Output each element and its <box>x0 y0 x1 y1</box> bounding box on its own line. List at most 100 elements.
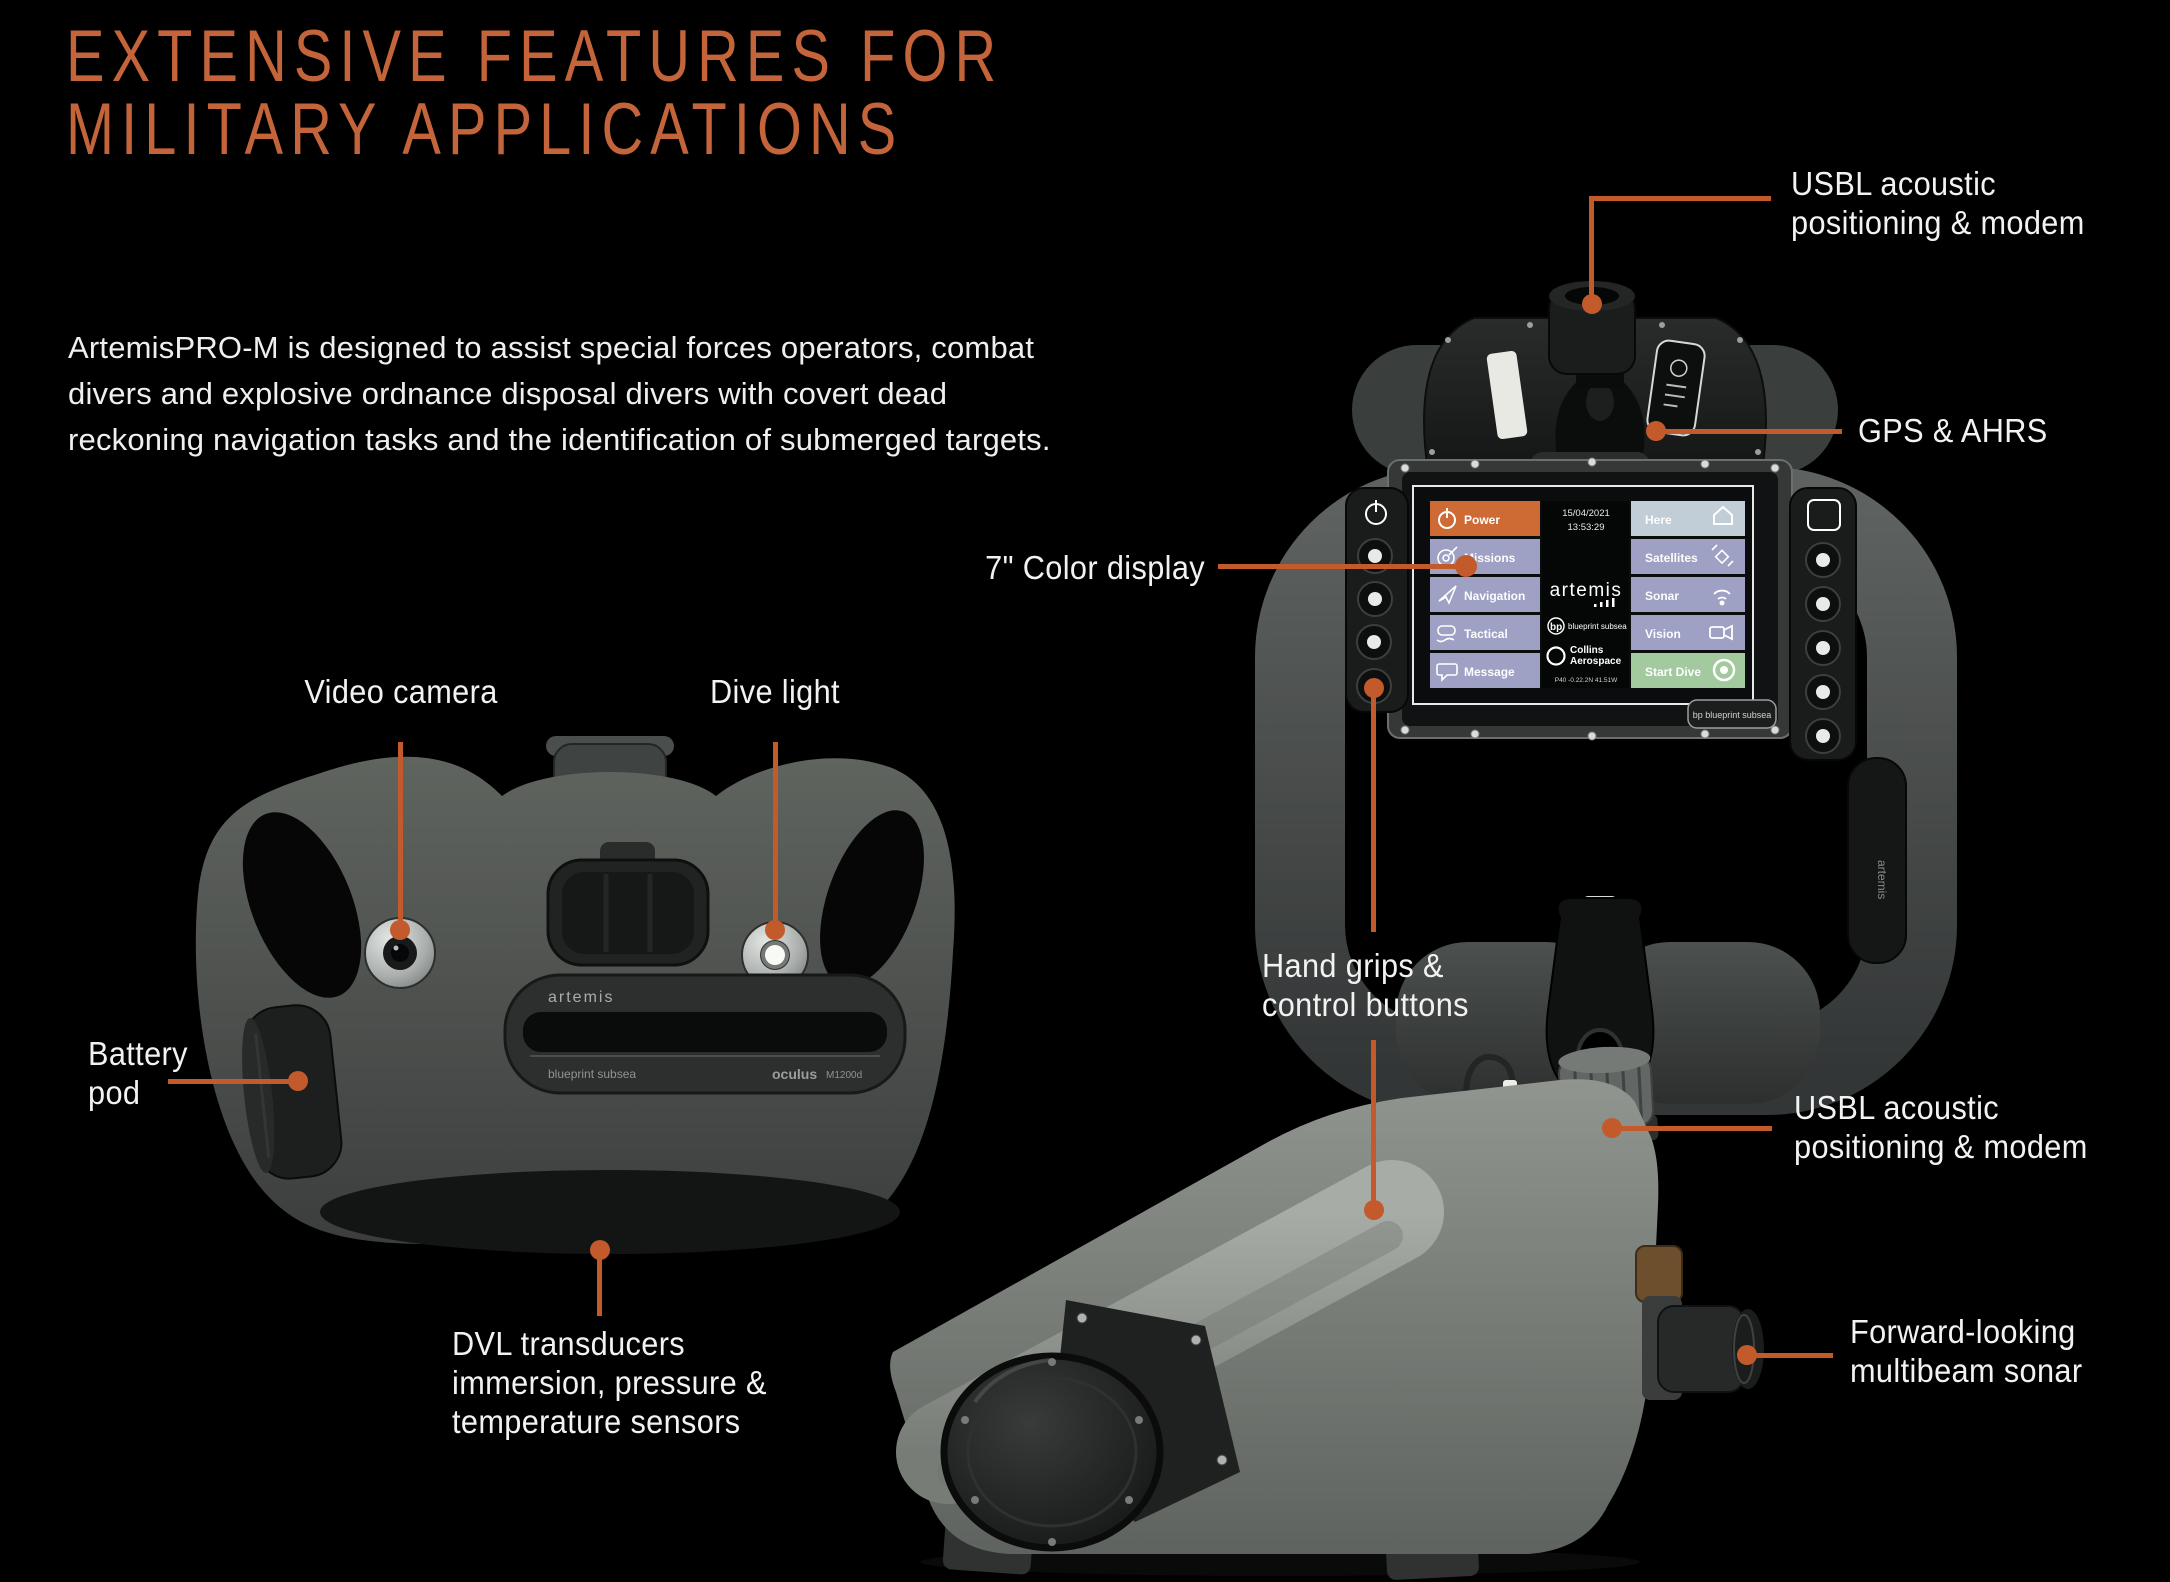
bp-logo: bp blueprint subsea <box>1547 617 1627 635</box>
leader-dot-usbl-top <box>1582 294 1602 314</box>
leader-battery-h <box>168 1079 292 1084</box>
forward-sonar-module <box>1642 1296 1764 1400</box>
side-battery-pod: artemis <box>1847 757 1907 964</box>
callout-usbl-bottom-line1: USBL acoustic <box>1794 1089 1999 1126</box>
collins-aerospace-logo: Collins Aerospace <box>1546 645 1622 667</box>
callout-dive-light-label: Dive light <box>710 673 840 710</box>
leader-dot-video-camera <box>390 920 410 940</box>
screen-time: 13:53:29 <box>1568 522 1605 533</box>
svg-text:Satellites: Satellites <box>1645 551 1698 565</box>
side-pod-label: artemis <box>1875 860 1889 899</box>
leader-display-h <box>1218 564 1458 569</box>
vision-button <box>1631 615 1745 650</box>
svg-text:Start Dive: Start Dive <box>1645 665 1701 679</box>
svg-text:Message: Message <box>1464 665 1515 679</box>
svg-text:Tactical: Tactical <box>1464 627 1508 641</box>
screen-menu-left: Power Missions Navigation Tactical Messa… <box>1430 501 1540 688</box>
right-button-strip <box>1789 487 1857 761</box>
svg-text:Collins: Collins <box>1570 645 1604 656</box>
leader-video-camera-v <box>398 742 403 922</box>
screen-menu-right: Here Satellites Sonar Vision <box>1631 501 1745 688</box>
callout-fwd-sonar: Forward-looking multibeam sonar <box>1850 1312 2082 1390</box>
home-icon <box>1713 505 1733 525</box>
callout-gps: GPS & AHRS <box>1858 411 2048 450</box>
callout-hand-grips: Hand grips & control buttons <box>1262 946 1469 1024</box>
svg-text:Missions: Missions <box>1464 551 1516 565</box>
power-icon <box>1438 508 1456 529</box>
device-side-view <box>890 1046 1764 1580</box>
front-panel: artemis blueprint subsea oculus M1200d <box>503 973 907 1095</box>
leader-dot-display <box>1455 555 1477 577</box>
bezel-sticker: bp blueprint subsea <box>1687 699 1777 729</box>
screen-center: 15/04/2021 13:53:29 artemis bp blueprint… <box>1546 508 1627 684</box>
callout-usbl-top: USBL acoustic positioning & modem <box>1791 164 2085 242</box>
leader-dot-dive-light <box>765 920 785 940</box>
callout-dvl-line2: immersion, pressure & <box>452 1364 767 1401</box>
panel-model-code: M1200d <box>826 1070 862 1081</box>
satellites-button <box>1631 539 1745 574</box>
leader-dvl-v <box>597 1258 602 1316</box>
intro-line2: divers and explosive ordnance disposal d… <box>68 376 948 411</box>
gps-antenna-housing <box>1555 372 1645 472</box>
callout-fwd-sonar-line2: multibeam sonar <box>1850 1352 2083 1389</box>
artemis-logo-ticks <box>1594 598 1615 607</box>
power-key-icon <box>1365 500 1387 525</box>
callout-usbl-bottom-line2: positioning & modem <box>1794 1128 2088 1165</box>
callout-usbl-top-line2: positioning & modem <box>1791 204 2085 241</box>
bronze-fitting <box>1635 1245 1683 1303</box>
lower-housing-right <box>1598 942 1820 1104</box>
video-camera-icon <box>1709 624 1733 641</box>
right-grip-opening <box>820 810 924 986</box>
battery-pod-cylinder <box>242 1004 343 1180</box>
leader-usbl-top-h <box>1589 196 1771 201</box>
callout-dive-light: Dive light <box>656 672 894 711</box>
center-sonar-knob <box>546 842 710 967</box>
callout-dvl-line3: temperature sensors <box>452 1403 741 1440</box>
dvl-transducer-disc <box>940 1352 1164 1552</box>
page-title-line1: EXTENSIVE FEATURES FOR <box>66 16 1004 97</box>
callout-video-camera: Video camera <box>281 672 521 711</box>
usbl-transducer-top <box>1548 281 1636 388</box>
leader-dot-usbl-bottom <box>1602 1118 1622 1138</box>
callout-display-label: 7" Color display <box>985 549 1205 586</box>
navigation-arrow-icon <box>1438 585 1457 605</box>
leader-usbl-top-v <box>1589 196 1594 300</box>
callout-video-camera-label: Video camera <box>304 673 498 710</box>
diver-mask-icon <box>1436 625 1456 643</box>
callout-hand-grips-line1: Hand grips & <box>1262 947 1444 984</box>
collins-sticker <box>1646 339 1706 437</box>
leader-hand-grips-v-lower <box>1371 1040 1376 1202</box>
dive-light-lamp <box>741 921 809 989</box>
svg-text:Sonar: Sonar <box>1645 589 1679 603</box>
leader-dot-fwd-sonar <box>1737 1345 1757 1365</box>
svg-text:Here: Here <box>1645 513 1672 527</box>
label-sticker <box>1486 350 1528 440</box>
callout-battery-line1: Battery <box>88 1035 188 1072</box>
callout-battery: Battery pod <box>88 1034 188 1112</box>
menu-key-icon <box>1807 499 1841 531</box>
artemis-logo: artemis <box>1550 580 1623 601</box>
callout-hand-grips-line2: control buttons <box>1262 986 1469 1023</box>
callout-display: 7" Color display <box>926 548 1205 587</box>
callout-dvl-line1: DVL transducers <box>452 1325 686 1362</box>
leader-hand-grips-v-upper <box>1371 696 1376 932</box>
speech-bubble-icon <box>1436 663 1458 682</box>
callout-usbl-top-line1: USBL acoustic <box>1791 165 1996 202</box>
here-button <box>1631 501 1745 536</box>
gps-antenna-detail <box>1586 383 1614 421</box>
navigation-button <box>1430 577 1540 612</box>
callout-dvl: DVL transducers immersion, pressure & te… <box>452 1324 767 1441</box>
svg-text:blueprint subsea: blueprint subsea <box>1568 622 1627 631</box>
record-icon <box>1712 658 1736 682</box>
leader-dot-hand-grips-lower <box>1364 1200 1384 1220</box>
callout-battery-line2: pod <box>88 1074 141 1111</box>
svg-text:bp: bp <box>1550 622 1562 633</box>
tactical-button <box>1430 615 1540 650</box>
leader-dive-light-v <box>773 742 778 922</box>
leader-dot-dvl <box>590 1240 610 1260</box>
leader-fwd-sonar-h <box>1755 1353 1833 1358</box>
power-button <box>1430 501 1540 536</box>
module-screws <box>1429 322 1761 455</box>
